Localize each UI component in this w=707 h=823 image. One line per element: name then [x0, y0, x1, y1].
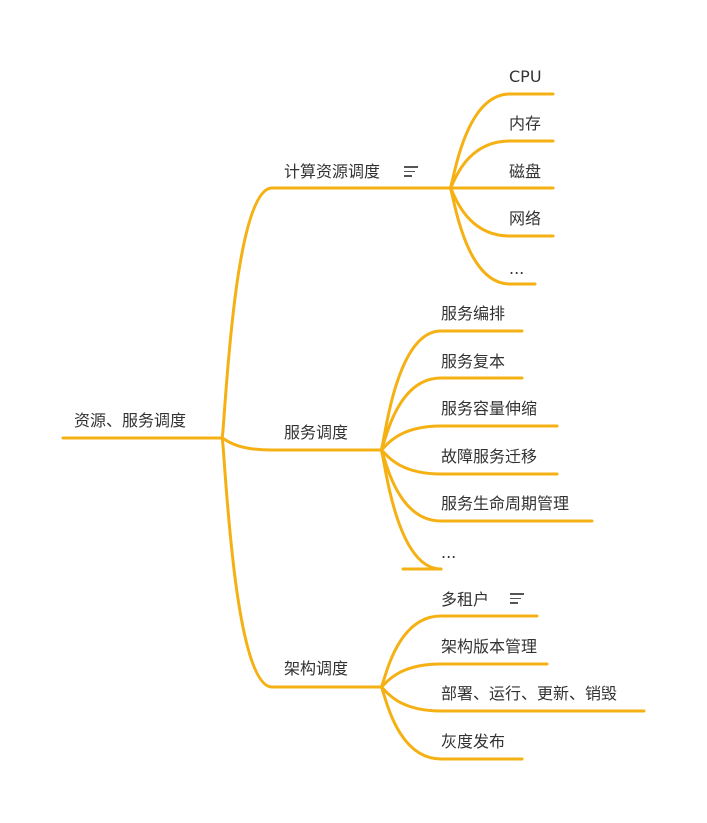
leaf-connector [379, 685, 443, 713]
leaf-connector [448, 186, 512, 286]
leaf-connector [379, 448, 443, 476]
leaf-more[interactable]: ... [441, 543, 457, 562]
leaf-service-replica[interactable]: 服务复本 [441, 352, 506, 371]
leaf-connector [379, 685, 443, 761]
leaf-service-orchestration[interactable]: 服务编排 [441, 304, 506, 323]
root-topic[interactable]: 资源、服务调度 [74, 411, 187, 430]
leaf-connector [379, 448, 443, 571]
branch-architecture-scheduling[interactable]: 架构调度 [284, 659, 349, 678]
leaf-service-scaling[interactable]: 服务容量伸缩 [441, 399, 538, 418]
note-lines-icon[interactable] [510, 593, 524, 604]
branch-connector [220, 186, 274, 440]
mindmap-edges [61, 92, 646, 761]
leaf-more[interactable]: ... [509, 259, 525, 278]
branch-connector [220, 436, 274, 689]
leaf-connector [448, 186, 512, 238]
leaf-service-lifecycle[interactable]: 服务生命周期管理 [441, 494, 570, 513]
leaf-memory[interactable]: 内存 [509, 114, 542, 133]
note-lines-icon[interactable] [404, 166, 418, 177]
leaf-connector [379, 662, 443, 689]
leaf-gray-release[interactable]: 灰度发布 [441, 732, 506, 751]
leaf-connector [379, 424, 443, 452]
leaf-network[interactable]: 网络 [509, 209, 542, 228]
branch-compute-resource-scheduling[interactable]: 计算资源调度 [284, 162, 381, 181]
leaf-deploy-run-update-destroy[interactable]: 部署、运行、更新、销毁 [441, 684, 618, 703]
branch-service-scheduling[interactable]: 服务调度 [284, 423, 349, 442]
leaf-multi-tenant[interactable]: 多租户 [441, 590, 490, 609]
leaf-disk[interactable]: 磁盘 [509, 162, 542, 181]
leaf-cpu[interactable]: CPU [509, 67, 542, 86]
leaf-connector [448, 139, 512, 190]
leaf-fault-migration[interactable]: 故障服务迁移 [441, 447, 538, 466]
leaf-arch-version-management[interactable]: 架构版本管理 [441, 637, 538, 656]
leaf-connector [379, 614, 443, 689]
branch-connector [220, 436, 274, 452]
